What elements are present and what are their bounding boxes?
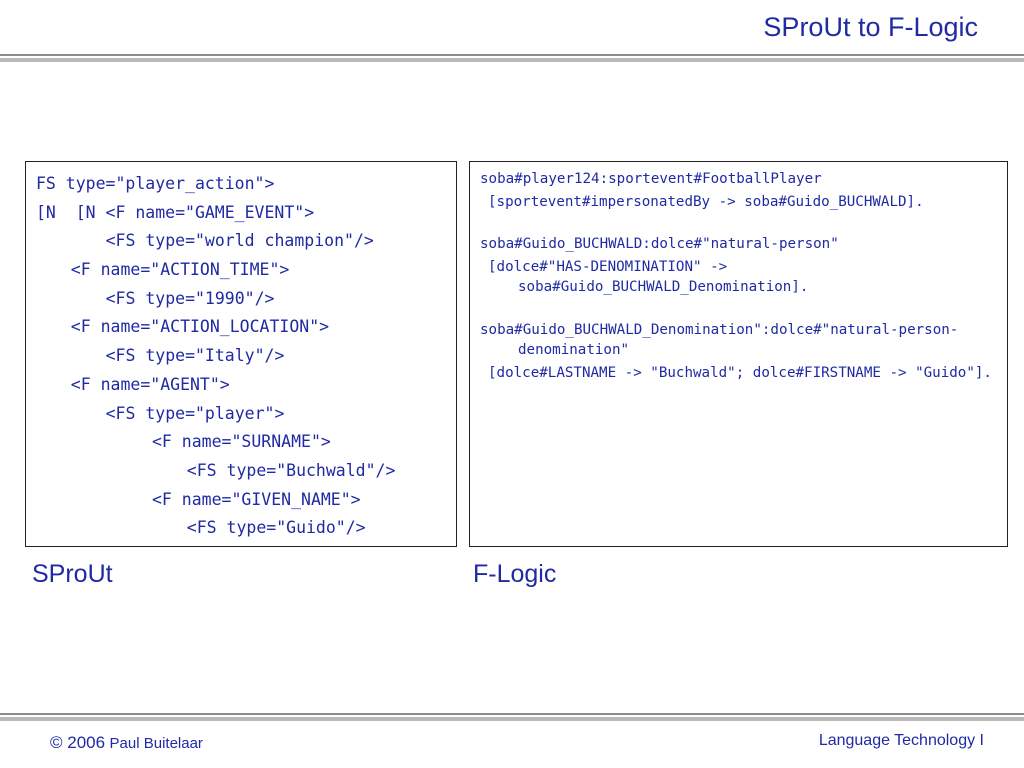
sprout-line: [N [N <F name="GAME_EVENT"> bbox=[36, 202, 315, 222]
footer-rule-dark bbox=[0, 713, 1024, 715]
slide-title: SProUt to F-Logic bbox=[763, 12, 978, 42]
sprout-line: <F name="GIVEN_NAME"> bbox=[152, 489, 361, 509]
sprout-line: FS type="player_action"> bbox=[36, 174, 275, 193]
flogic-block-head: soba#player124:sportevent#FootballPlayer bbox=[480, 171, 822, 187]
sprout-caption: SProUt bbox=[32, 560, 113, 588]
footer-course: Language Technology I bbox=[818, 732, 984, 749]
header-rule-dark bbox=[0, 54, 1024, 56]
flogic-code-box: soba#player124:sportevent#FootballPlayer… bbox=[469, 161, 1008, 547]
footer-rule-light bbox=[0, 717, 1024, 721]
flogic-block-head: soba#Guido_BUCHWALD:dolce#"natural-perso… bbox=[480, 236, 839, 252]
flogic-block-body: [dolce#LASTNAME -> "Buchwald"; dolce#FIR… bbox=[488, 364, 992, 381]
copyright-year: © 2006 bbox=[50, 733, 106, 752]
sprout-line: <FS type="player"> bbox=[105, 403, 285, 423]
footer-copyright: © 2006 Paul Buitelaar bbox=[50, 733, 203, 753]
sprout-line: <FS type="Buchwald"/> bbox=[186, 460, 396, 480]
sprout-code-box: FS type="player_action"> [N [N <F name="… bbox=[25, 161, 457, 547]
header-rule-light bbox=[0, 58, 1024, 62]
flogic-caption: F-Logic bbox=[473, 560, 557, 588]
sprout-line: <F name="SURNAME"> bbox=[152, 432, 331, 452]
flogic-block-body: [dolce#"HAS-DENOMINATION" -> soba#Guido_… bbox=[488, 258, 809, 296]
flogic-block-body: [sportevent#impersonatedBy -> soba#Guido… bbox=[488, 193, 924, 210]
flogic-block-head: soba#Guido_BUCHWALD_Denomination":dolce#… bbox=[480, 321, 959, 359]
author-name: Paul Buitelaar bbox=[109, 735, 203, 752]
sprout-line: <FS type="Guido"/> bbox=[186, 518, 366, 538]
sprout-line: <F name="ACTION_TIME"> bbox=[70, 260, 290, 280]
sprout-line: <FS type="1990"/> bbox=[105, 288, 275, 308]
sprout-line: <F name="AGENT"> bbox=[70, 374, 230, 394]
flogic-spacer bbox=[470, 298, 1007, 320]
sprout-line: <F name="ACTION_LOCATION"> bbox=[70, 317, 330, 337]
flogic-spacer bbox=[470, 212, 1007, 234]
sprout-line: <FS type="Italy"/> bbox=[105, 346, 285, 366]
sprout-line: <FS type="world champion"/> bbox=[105, 231, 374, 251]
